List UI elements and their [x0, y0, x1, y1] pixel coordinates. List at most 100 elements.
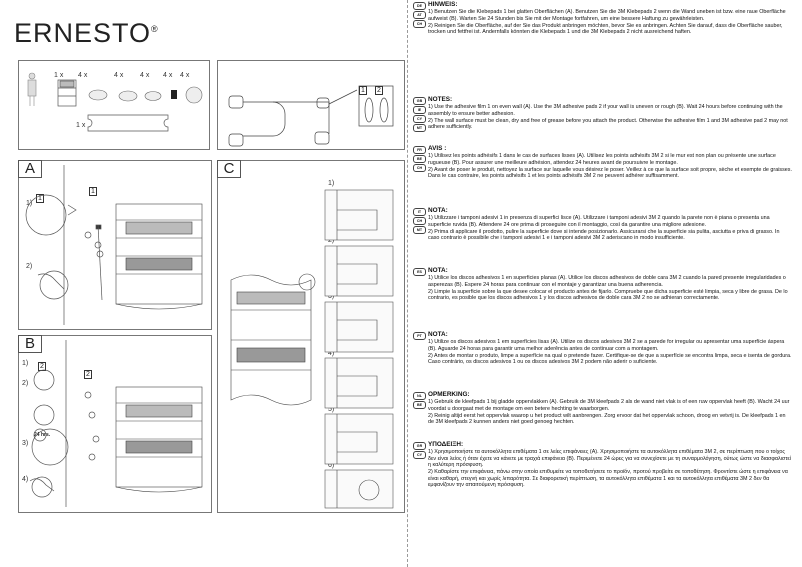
parts-overview-box — [18, 60, 210, 150]
panel-b-step-4: 4) — [22, 476, 29, 483]
country-code-badge: FR — [413, 146, 426, 154]
count-disc-3: 4 x — [140, 72, 150, 79]
note-title: NOTES: — [428, 96, 453, 103]
panel-b-letter: B — [18, 335, 42, 353]
panel-b — [18, 335, 212, 513]
panel-a-letter: A — [18, 160, 42, 178]
rack-side-view — [230, 273, 316, 406]
country-code-badge: ES — [413, 268, 426, 276]
country-code-badge: CY — [413, 115, 426, 123]
person-icon — [27, 72, 37, 106]
panel-a-step-1: 1) — [26, 200, 33, 207]
panel-c-step-4: 4) — [328, 350, 335, 357]
note-item: 1) Gebruik de kleefpads 1 bij gladde opp… — [428, 399, 790, 412]
panel-b-drawing — [29, 340, 203, 507]
panel-c-step-6: 6) — [328, 462, 335, 469]
layout-badge-2: 2 — [375, 86, 383, 95]
country-code-badge: MT — [413, 124, 426, 132]
country-code-badge: PT — [413, 332, 426, 340]
rack-front-view — [115, 203, 203, 310]
panel-b-step-2: 2) — [22, 380, 29, 387]
note-item: 2) Avant de poser le produit, nettoyez l… — [428, 166, 792, 180]
country-code-badge: BE — [413, 401, 426, 409]
count-pad: 4 x — [78, 72, 88, 79]
wait-time-label: 24 hrs. — [34, 432, 51, 438]
fold-line — [407, 0, 408, 567]
rack-icon — [57, 79, 77, 107]
panel-c-step-3: 3) — [328, 293, 335, 300]
note-item: 1) Χρησιμοποιήστε τα αυτοκόλλητα επιθέμα… — [428, 449, 791, 469]
country-code-badge: GR — [413, 442, 426, 450]
country-code-badge: IT — [413, 208, 426, 216]
note-item: 2) Prima di applicare il prodotto, pulir… — [428, 228, 780, 242]
country-code-badge: DE — [413, 2, 426, 10]
country-code-badge: CY — [413, 451, 426, 459]
note-title: NOTA: — [428, 331, 448, 338]
note-item: 1) Utilizzare i tamponi adesivi 1 in pre… — [428, 215, 770, 228]
note-title: NOTA: — [428, 267, 448, 274]
panel-a-badge: 1 — [36, 194, 44, 203]
wall-layout-drawing — [228, 85, 394, 147]
count-anchor: 4 x — [163, 72, 173, 79]
panel-b-rack-badge: 2 — [84, 370, 92, 379]
count-board: 1 x — [76, 122, 86, 129]
3m-pad-icon — [185, 86, 203, 104]
count-disc-2: 4 x — [114, 72, 124, 79]
note-item: 1) Use the adhesive film 1 on even wall … — [428, 104, 783, 117]
parts-overview-drawing — [27, 72, 203, 132]
country-code-badge: BE — [413, 155, 426, 163]
country-code-badge: CH — [413, 217, 426, 225]
panel-c-step-5: 5) — [328, 406, 335, 413]
note-item: 2) Limpie la superficie sobre la que des… — [428, 288, 788, 302]
country-code-badge: IE — [413, 106, 426, 114]
panel-c-drawing — [230, 189, 394, 509]
country-code-badge: CH — [413, 164, 426, 172]
country-flags: ES — [413, 268, 426, 276]
note-title: HINWEIS: — [428, 1, 458, 8]
panel-b-step-3: 3) — [22, 440, 29, 447]
country-code-badge: CH — [413, 20, 426, 28]
note-item: 2) Καθαρίστε την επιφάνεια, πάνω στην οπ… — [428, 469, 788, 489]
panel-c-step-1: 1) — [328, 180, 335, 187]
wall-layout-box — [217, 60, 405, 150]
registered-mark: ® — [151, 24, 159, 34]
country-code-badge: GB — [413, 97, 426, 105]
panel-c-step-2: 2) — [328, 237, 335, 244]
note-title: AVIS : — [428, 145, 447, 152]
panel-a — [18, 160, 212, 330]
count-3m: 4 x — [180, 72, 190, 79]
brand-logo: ERNESTO® — [14, 18, 159, 49]
note-item: 1) Utilize os discos adesivos 1 em super… — [428, 339, 785, 352]
adhesive-pad-icon — [88, 89, 162, 102]
country-code-badge: AT — [413, 11, 426, 19]
panel-a-drawing — [25, 165, 203, 325]
rack-front-view-b — [115, 386, 203, 493]
note-item: 2) Reinigen Sie die Oberfläche, auf der … — [428, 22, 783, 36]
count-rack: 1 x — [54, 72, 64, 79]
panel-a-step-2: 2) — [26, 263, 33, 270]
country-code-badge: MT — [413, 226, 426, 234]
backing-board-icon — [87, 114, 169, 132]
panel-c-letter: C — [217, 160, 241, 178]
panel-a-rack-badge: 1 — [89, 187, 97, 196]
note-item: 2) Reinig altijd eerst het oppervlak waa… — [428, 412, 786, 426]
clock-icon — [33, 428, 47, 442]
country-flags: PT — [413, 332, 426, 340]
layout-badge-1: 1 — [359, 86, 367, 95]
country-code-badge: NL — [413, 392, 426, 400]
note-title: OPMERKING: — [428, 391, 470, 398]
